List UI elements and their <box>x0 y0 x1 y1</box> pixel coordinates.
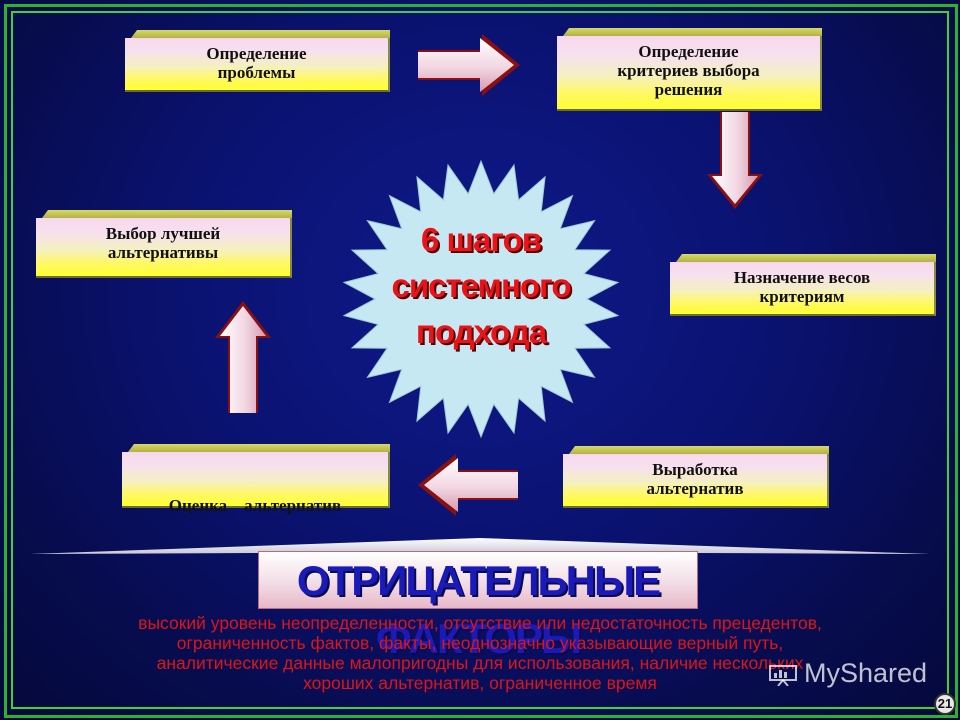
center-starburst: 6 шагов системного подхода <box>340 158 622 440</box>
step-label-line: Оценка альтернатив <box>168 496 342 515</box>
page-number: 21 <box>934 693 956 715</box>
arrow-up-icon <box>215 301 271 413</box>
negative-factors-title: ОТРИЦАТЕЛЬНЫЕ ФАКТОРЫ <box>258 551 698 662</box>
step-label-line: Определение <box>638 42 739 61</box>
arrow-right-icon <box>418 34 520 96</box>
watermark: MyShared <box>768 658 927 689</box>
negative-factors-line: хороших альтернатив, ограниченное время <box>303 673 657 693</box>
frame-inner <box>11 11 949 709</box>
step-box-alternatives-evaluation: Оценка альтернатив <box>122 452 390 515</box>
step-label-line: Выбор лучшей <box>105 224 221 243</box>
step-box-alternatives-development: Выработка альтернатив <box>563 454 829 508</box>
watermark-text: MyShared <box>804 658 928 688</box>
step-box-problem-definition: Определение проблемы <box>125 38 390 92</box>
step-label-line: проблемы <box>217 63 296 82</box>
step-label-line: Определение <box>206 44 307 63</box>
step-label-line: альтернатив <box>646 479 744 498</box>
step-label-line: решения <box>654 80 723 99</box>
negative-factors-text: высокий уровень неопределенности, отсутс… <box>30 613 930 693</box>
step-box-criteria-definition: Определение критериев выбора решения <box>557 36 822 111</box>
step-label-line: критериев выбора <box>617 61 760 80</box>
center-title-line: подхода <box>415 313 547 350</box>
step-label-line: Назначение весов <box>733 268 871 287</box>
negative-factors-line: высокий уровень неопределенности, отсутс… <box>138 613 822 633</box>
center-title-line: 6 шагов <box>420 221 542 258</box>
step-box-criteria-weights: Назначение весов критериям <box>670 262 936 316</box>
step-label-line: Выработка <box>652 460 738 479</box>
arrow-down-icon <box>707 112 763 209</box>
negative-factors-line: аналитические данные малопригодны для ис… <box>156 653 804 673</box>
step-label-line: альтернативы <box>107 243 219 262</box>
starburst-icon <box>342 159 620 439</box>
center-title-line: системного <box>391 267 571 304</box>
step-box-best-choice: Выбор лучшей альтернативы <box>36 218 292 278</box>
negative-factors-line: ограниченность фактов, факты, неоднознач… <box>176 633 784 653</box>
banner-shape <box>30 538 930 554</box>
step-label-line: критериям <box>759 287 845 306</box>
presentation-icon <box>769 664 797 686</box>
arrow-left-icon <box>418 454 518 516</box>
frame-outer <box>4 4 958 718</box>
